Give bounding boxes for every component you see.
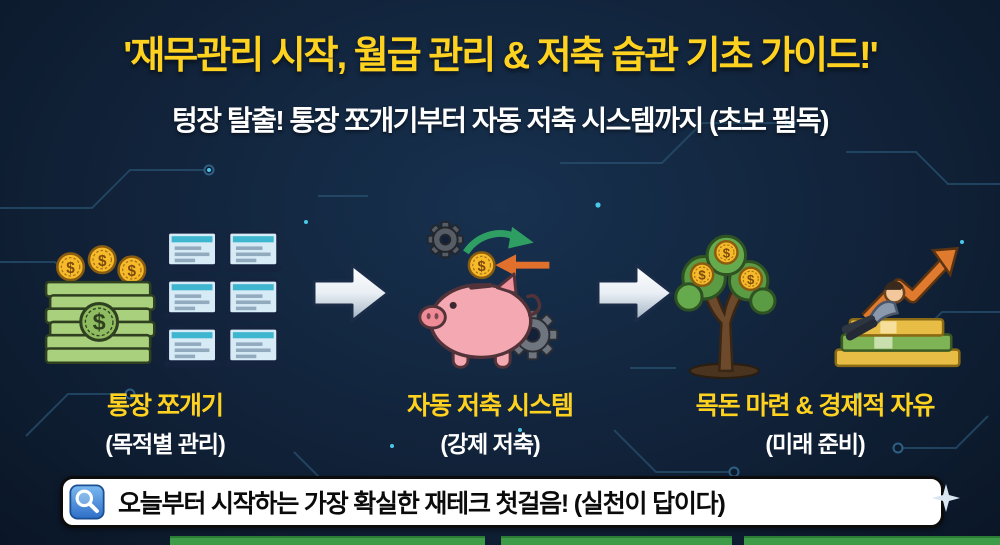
search-icon [69, 484, 105, 520]
step-auto-saving: $ 자동 저축 시스템 (강제 저축) [375, 220, 605, 459]
subtitle: 텅장 탈출! 통장 쪼개기부터 자동 저축 시스템까지 (초보 필독) [172, 105, 829, 136]
dollar-coin-icon: $ [87, 244, 117, 274]
svg-text:$: $ [747, 271, 755, 286]
dollar-coin-icon: $ [467, 251, 496, 280]
dollar-coin-icon: $ [116, 254, 146, 284]
svg-text:$: $ [66, 259, 75, 276]
cycle-arrow-green-icon [463, 226, 534, 255]
footer-text: 오늘부터 시작하는 가장 확실한 재테크 첫걸음! (실천이 답이다) [118, 490, 726, 518]
step-label: 자동 저축 시스템 [407, 392, 574, 420]
gear-icon [426, 220, 464, 259]
step-sublabel: (미래 준비) [765, 431, 865, 457]
deposit-arrow-orange-icon [495, 254, 550, 276]
main-title: '재무관리 시작, 월급 관리 & 저축 습관 기초 가이드!' [123, 35, 878, 77]
growth-arrow-icon [860, 246, 959, 323]
cash-stack-and-accounts-icon: $ $ $ $ [35, 222, 295, 378]
bottom-strip-segment [744, 536, 1000, 545]
svg-text:$: $ [698, 267, 706, 282]
step-sublabel: (강제 저축) [440, 431, 540, 457]
step-sublabel: (목적별 관리) [105, 431, 226, 457]
svg-text:$: $ [722, 245, 730, 260]
piggy-bank-with-gears-icon: $ [375, 220, 605, 378]
money-tree-and-investor-icon: $ $ $ [650, 222, 980, 379]
bottom-strip-segment [170, 536, 485, 545]
cash-stack-icon: $ $ $ $ [44, 244, 156, 364]
bottom-strip-segment [501, 536, 732, 545]
relaxed-person-icon [841, 280, 905, 341]
svg-text:$: $ [478, 259, 486, 275]
investor-on-money-icon [833, 246, 961, 367]
step-label: 목돈 마련 & 경제적 자유 [695, 392, 936, 420]
dollar-coin-icon: $ [713, 239, 739, 265]
step-split-accounts: $ $ $ $ [35, 222, 295, 459]
sparkle-icon [931, 483, 961, 513]
dollar-coin-icon: $ [689, 261, 714, 287]
piggy-bank-icon [418, 272, 542, 369]
step-label: 통장 쪼개기 [107, 392, 224, 420]
svg-text:$: $ [127, 263, 136, 280]
step-wealth-freedom: $ $ $ [650, 222, 980, 459]
dollar-coin-icon: $ [737, 265, 763, 291]
footer-banner: 오늘부터 시작하는 가장 확실한 재테크 첫걸음! (실천이 답이다) [60, 476, 944, 528]
money-tree-icon: $ $ $ [673, 234, 777, 379]
svg-text:$: $ [92, 309, 105, 335]
svg-text:$: $ [97, 252, 106, 269]
dollar-coin-icon: $ [55, 251, 85, 281]
accounts-grid-icon [161, 230, 283, 369]
